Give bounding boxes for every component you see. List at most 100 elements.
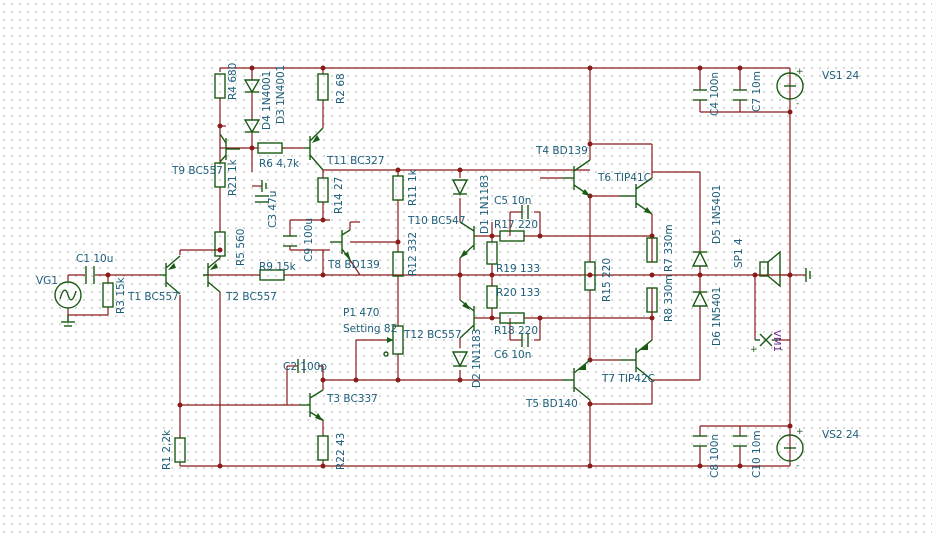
polarity-vs2-minus: - <box>796 461 799 471</box>
label-p1-setting: Setting 82 <box>343 323 397 335</box>
resistor-r7 <box>646 237 658 263</box>
resistor-r15 <box>584 261 596 291</box>
resistor-r6 <box>257 142 283 154</box>
label-r15: R15 220 <box>601 258 613 302</box>
resistor-r12 <box>392 251 404 277</box>
label-r18: R18 220 <box>494 325 538 337</box>
label-t11: T11 BC327 <box>326 155 385 167</box>
resistor-r19 <box>486 241 498 265</box>
transistor-t2 <box>203 257 221 293</box>
diode-d1 <box>451 179 469 196</box>
label-r4: R4 680 <box>227 63 239 100</box>
voltmeter-vm1 <box>755 333 778 347</box>
label-c3: C3 47u <box>267 191 279 228</box>
transistor-t8 <box>330 229 351 261</box>
label-c5: C5 10n <box>494 195 531 207</box>
diode-d2 <box>451 351 469 368</box>
capacitor-c1 <box>85 266 95 284</box>
label-c2: C2 100p <box>283 361 327 373</box>
label-t3: T3 BC337 <box>326 393 378 405</box>
label-t5: T5 BD140 <box>525 398 578 410</box>
diode-d6 <box>691 284 709 307</box>
transistor-t10 <box>459 221 475 259</box>
resistor-r22 <box>317 435 329 461</box>
label-r11: R11 1k <box>407 168 419 206</box>
label-r3: R3 15k <box>115 276 127 314</box>
label-r20: R20 133 <box>496 287 540 299</box>
label-r1: R1 2,2k <box>161 429 173 470</box>
voltage-source-vs2 <box>776 434 804 462</box>
transistor-t6 <box>620 177 653 215</box>
capacitor-c4 <box>693 89 707 101</box>
resistor-r14 <box>317 177 329 203</box>
label-d4: D4 1N4001 <box>261 71 273 130</box>
polarity-vs1-minus: - <box>796 99 799 109</box>
diode-d5 <box>691 244 709 267</box>
label-c8: C8 100n <box>709 434 721 478</box>
resistor-r4 <box>214 73 226 99</box>
label-d5: D5 1N5401 <box>711 185 723 244</box>
polarity-vm1-plus: + <box>750 345 758 355</box>
resistor-r2 <box>317 73 329 101</box>
ground-symbol <box>61 315 75 327</box>
resistor-r11 <box>392 175 404 201</box>
capacitor-c3 <box>255 195 269 203</box>
label-sp1: SP1 4 <box>733 238 745 268</box>
label-r17: R17 220 <box>494 219 538 231</box>
label-t12: T12 BC557 <box>403 329 462 341</box>
polarity-vs2-plus: + <box>796 427 804 437</box>
label-t7: T7 TIP42C <box>601 373 655 385</box>
label-r2: R2 68 <box>335 73 347 104</box>
label-c9: C9 100u <box>303 218 315 262</box>
label-c7: C7 10m <box>751 71 763 112</box>
component-symbols <box>54 72 811 463</box>
label-r7: R7 330m <box>663 224 675 272</box>
label-d6: D6 1N5401 <box>711 287 723 346</box>
label-d1: D1 1N1183 <box>479 175 491 234</box>
resistor-r18 <box>499 312 525 324</box>
label-d3: D3 1N4001 <box>275 65 287 124</box>
capacitor-c7 <box>733 89 747 101</box>
label-r5: R5 560 <box>235 229 247 266</box>
transistor-t7 <box>620 339 653 381</box>
resistor-r1 <box>174 437 186 463</box>
label-t6: T6 TIP41C <box>597 172 651 184</box>
label-t10: T10 BC547 <box>407 215 466 227</box>
label-vs2: VS2 24 <box>822 429 860 441</box>
transistor-t5 <box>562 359 591 401</box>
capacitor-c2 <box>297 359 305 373</box>
resistor-r20 <box>486 285 498 309</box>
label-c6: C6 10n <box>494 349 531 361</box>
capacitor-c5 <box>521 205 529 219</box>
diode-d3 <box>243 119 261 134</box>
label-r9: R9 15k <box>259 261 297 273</box>
capacitor-c8 <box>693 435 707 447</box>
label-t8: T8 BD139 <box>327 259 380 271</box>
label-r22: R22 43 <box>335 433 347 470</box>
label-vm1: VM1 <box>771 330 782 352</box>
polarity-vs1-plus: + <box>796 67 804 77</box>
polarity-vm1-minus: - <box>780 345 783 355</box>
label-vg1: VG1 <box>36 275 58 287</box>
transistor-t1 <box>160 255 181 295</box>
label-r8: R8 330m <box>663 274 675 322</box>
capacitor-c9 <box>283 235 297 247</box>
label-t2: T2 BC557 <box>225 291 277 303</box>
transistor-t3 <box>300 389 324 421</box>
label-r12: R12 332 <box>407 232 419 276</box>
resistor-r3 <box>102 282 114 308</box>
transistor-t4 <box>562 159 591 197</box>
signal-source-vg1 <box>54 281 82 309</box>
label-r14: R14 27 <box>333 177 345 214</box>
label-p1: P1 470 <box>343 307 379 319</box>
label-t9: T9 BC557 <box>171 165 223 177</box>
ground-symbol-right <box>805 268 811 282</box>
transistor-t11 <box>304 127 324 171</box>
ground-symbol-small <box>261 180 267 192</box>
transistor-t12 <box>459 299 475 339</box>
label-r21: R21 1k <box>227 158 239 196</box>
capacitor-c10 <box>733 435 747 447</box>
potentiometer-p1 <box>383 325 404 357</box>
label-r19: R19 133 <box>496 263 540 275</box>
resistor-r9 <box>259 269 285 281</box>
